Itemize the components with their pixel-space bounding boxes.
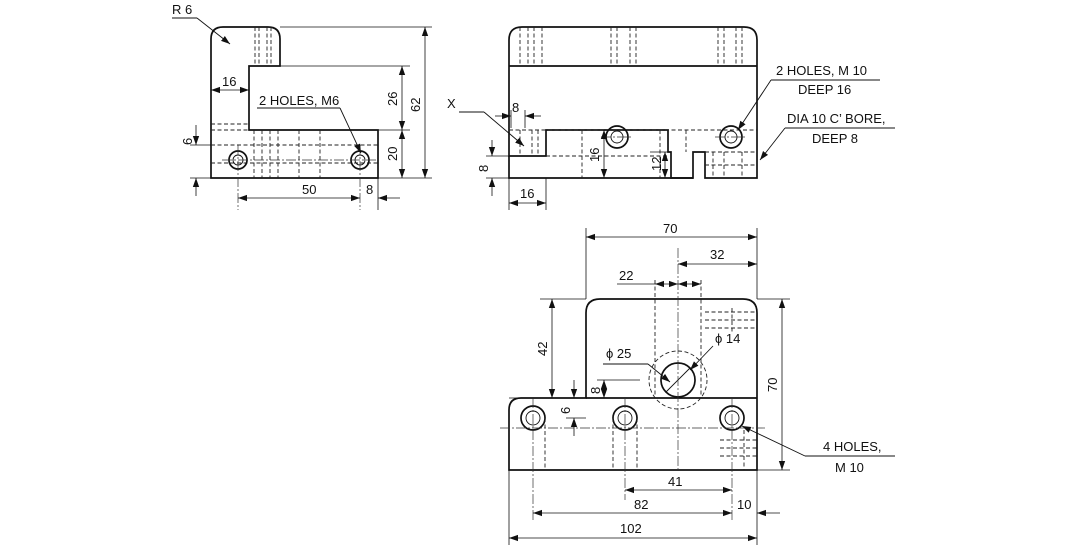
holes-m10-label-line1: 2 HOLES, M 10 [776, 63, 867, 78]
dim-102-label: 102 [620, 521, 642, 536]
dim-70-side-label: 70 [765, 378, 780, 392]
dim-42-label: 42 [535, 342, 550, 356]
phi14-label: ϕ 14 [715, 331, 740, 346]
holes-m6-label: 2 HOLES, M6 [259, 93, 339, 108]
dim-16-depth-label: 16 [587, 148, 602, 162]
top-view: 70 32 22 42 ϕ 25 ϕ 14 8 6 70 [500, 221, 895, 545]
dim-8-label: 8 [366, 182, 373, 197]
side-view: X 8 8 16 16 12 2 HOLES, M 10 DEEP 16 [447, 26, 895, 210]
front-view-outline [210, 26, 379, 179]
dim-50-label: 50 [302, 182, 316, 197]
dim-6-label: 6 [180, 138, 195, 145]
dim-22-label: 22 [619, 268, 633, 283]
side-view-outline [508, 26, 758, 179]
dim-8-plan-label: 8 [588, 387, 603, 394]
dim-70-top-label: 70 [663, 221, 677, 236]
front-view-hidden-lines [211, 27, 378, 178]
phi25-label: ϕ 25 [606, 346, 631, 361]
dim-10-label: 10 [737, 497, 751, 512]
dim-8-side-label: 8 [476, 165, 491, 172]
cbore-label-line2: DEEP 8 [812, 131, 858, 146]
front-view: R 6 16 2 HOLES, M6 26 20 62 6 50 [172, 2, 432, 210]
dim-26-label: 26 [385, 92, 400, 106]
dim-20-label: 20 [385, 147, 400, 161]
dim-8-top-label: 8 [512, 100, 519, 115]
dim-12-label: 12 [649, 157, 664, 171]
top-view-hidden-lines [544, 280, 757, 470]
dim-16-bottom-label: 16 [520, 186, 534, 201]
holes4-label-line1: 4 HOLES, [823, 439, 882, 454]
dim-16-label: 16 [222, 74, 236, 89]
dim-6-plan-label: 6 [558, 407, 573, 414]
holes-m10-label-line2: DEEP 16 [798, 82, 851, 97]
holes4-label-line2: M 10 [835, 460, 864, 475]
dim-82-label: 82 [634, 497, 648, 512]
r6-label: R 6 [172, 2, 192, 17]
cbore-label-line1: DIA 10 C’ BORE, [787, 111, 886, 126]
dim-32-label: 32 [710, 247, 724, 262]
top-view-outline [508, 298, 758, 471]
dim-62-label: 62 [408, 98, 423, 112]
x-marker-label: X [447, 96, 456, 111]
dim-41-label: 41 [668, 474, 682, 489]
